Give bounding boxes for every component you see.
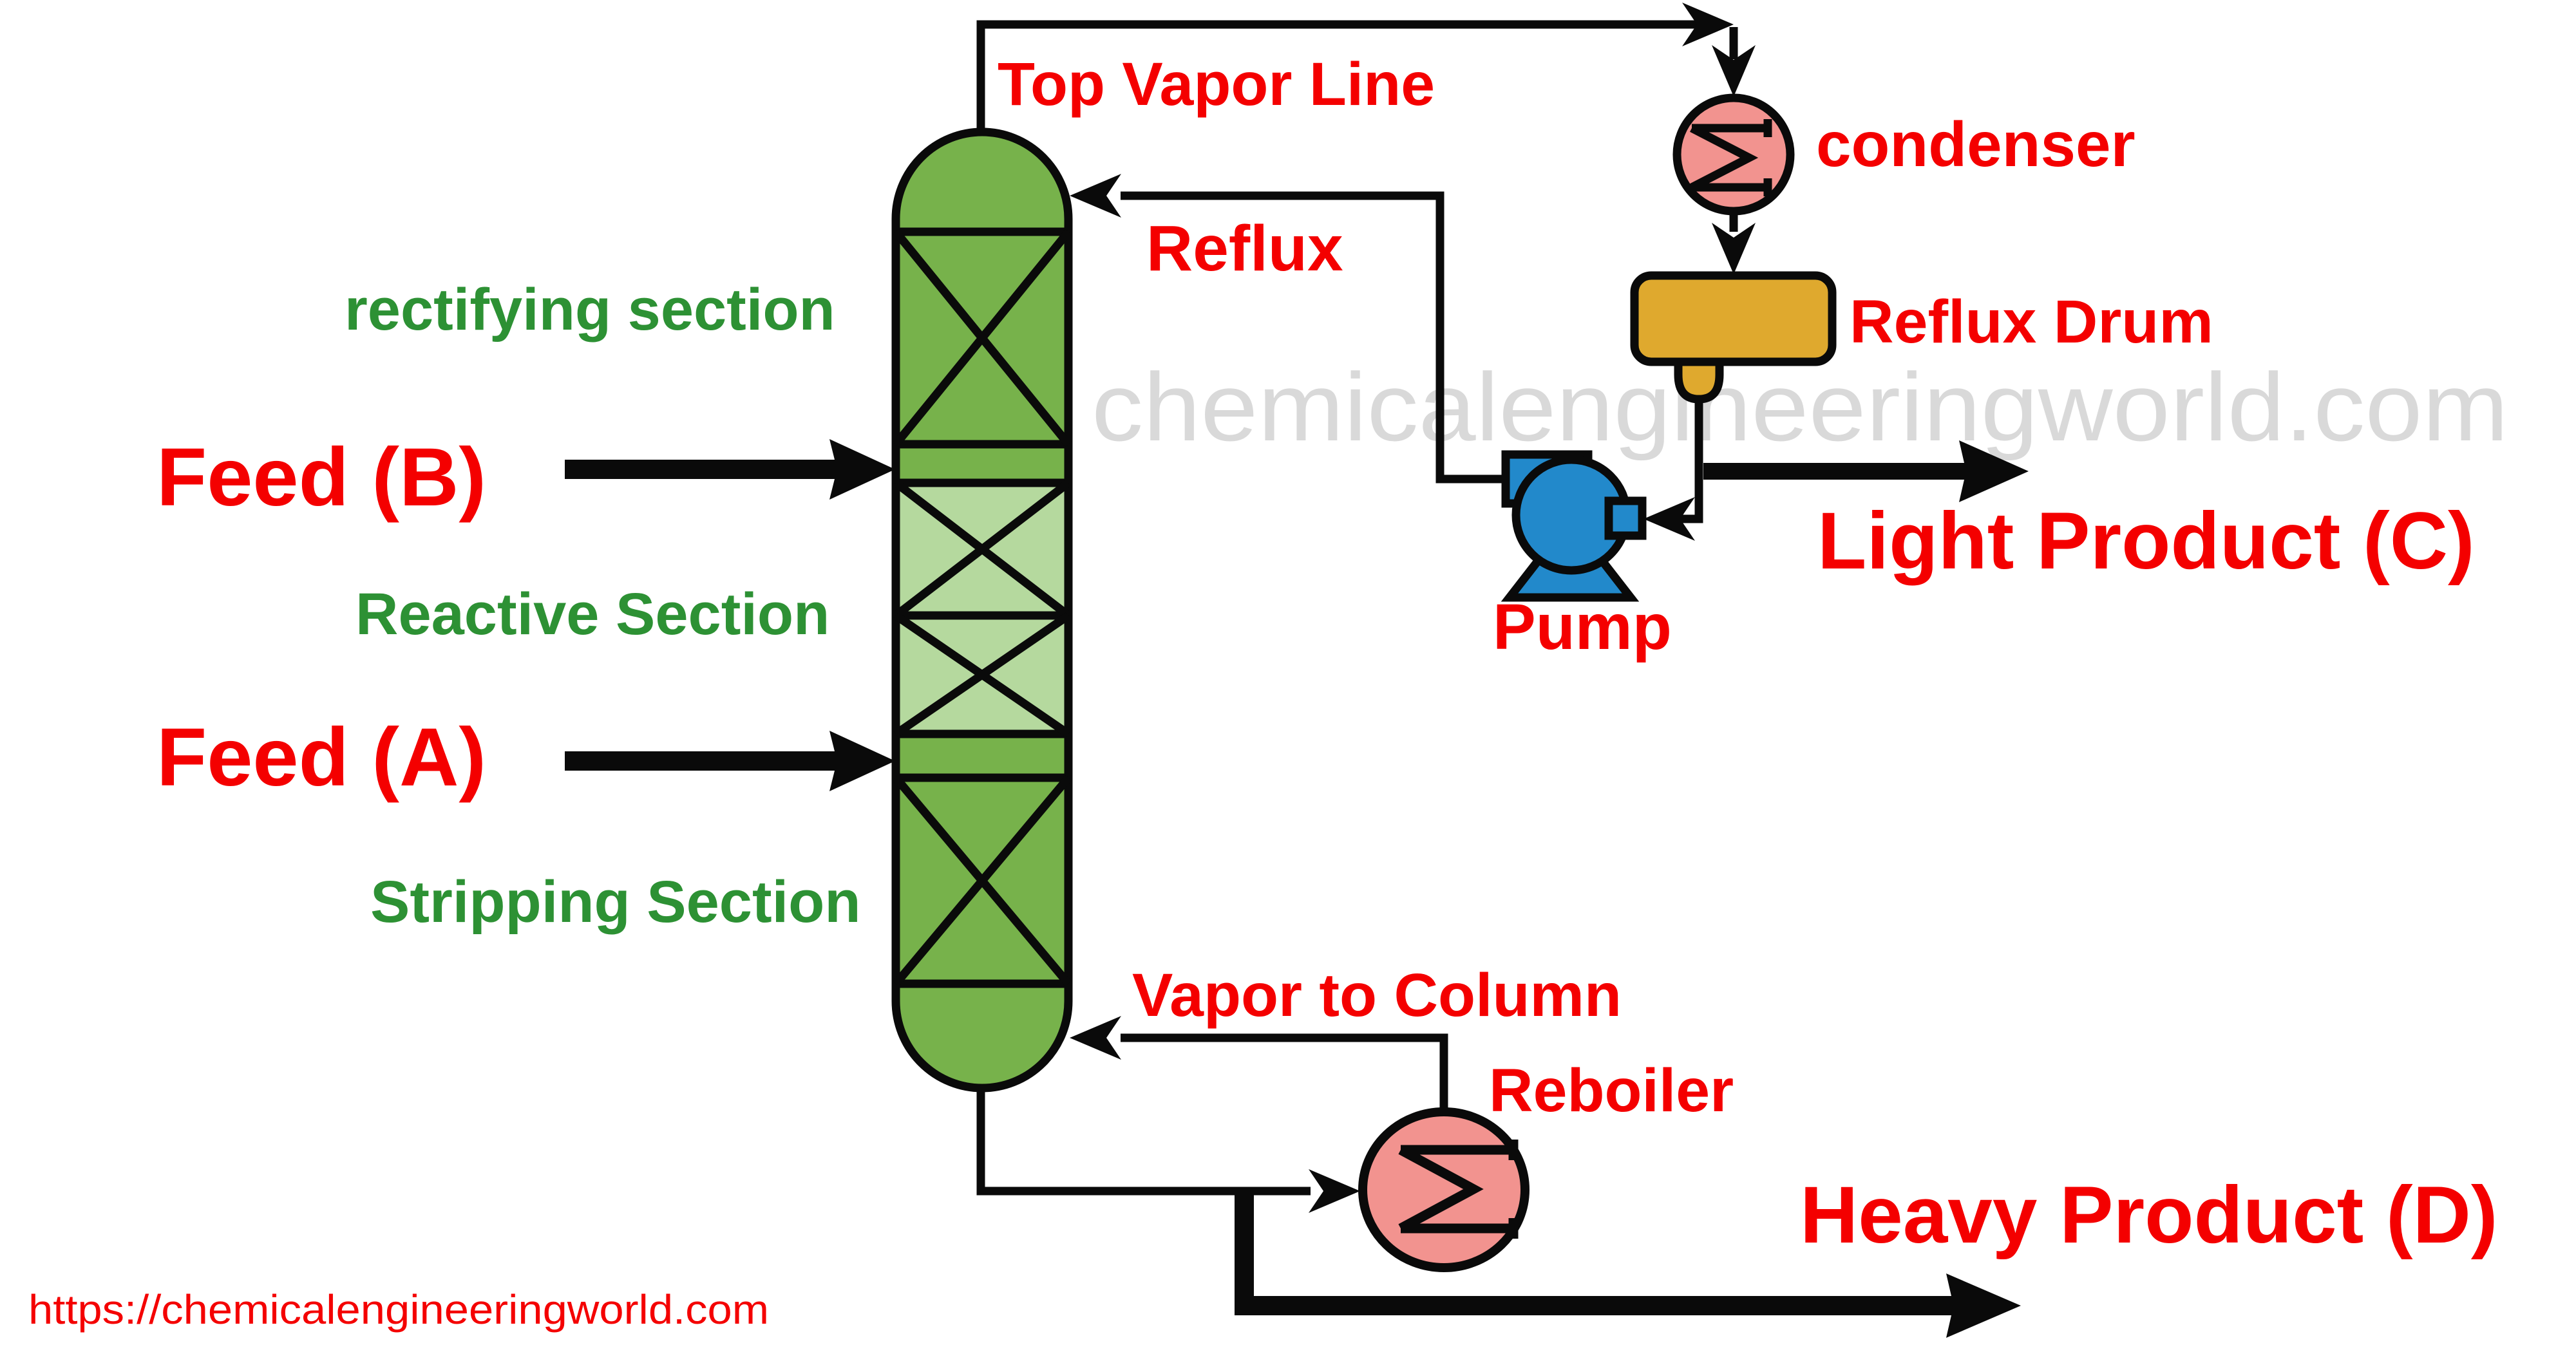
reflux-drum-label: Reflux Drum	[1850, 288, 2213, 356]
reactive-packing-cross-1-icon	[893, 479, 1071, 619]
light-product-label: Light Product (C)	[1817, 496, 2475, 586]
heavy-product-riser-pipe	[1235, 1188, 1254, 1311]
reflux-drum-shell	[1630, 271, 1837, 366]
top-vapor-corner-arrowhead-icon	[1682, 3, 1734, 46]
rectifying-packing-cross-icon	[892, 229, 1072, 447]
reactive-packing-cross-2-icon	[893, 612, 1071, 738]
condenser-coil-icon	[1690, 119, 1772, 196]
stream-arrows	[565, 439, 2029, 1338]
feed-b-label: Feed (B)	[156, 431, 486, 523]
pump-symbol	[1501, 450, 1647, 602]
top-vapor-line-label: Top Vapor Line	[998, 50, 1435, 118]
reflux-arrowhead-icon	[1070, 174, 1121, 218]
reboiler-coil-icon	[1398, 1140, 1519, 1239]
pump-suction-arrowhead-icon	[1643, 497, 1695, 541]
vapor-return-pipe	[1121, 1033, 1448, 1120]
heavy-product-arrow-icon	[1235, 1273, 2021, 1338]
feed-a-label: Feed (A)	[156, 711, 486, 803]
feed-b-arrow-icon	[565, 439, 895, 500]
feed-a-arrow-icon	[565, 731, 895, 791]
process-lines	[976, 3, 1756, 1213]
reboiler-symbol	[1358, 1107, 1530, 1272]
stripping-packing-cross-icon	[893, 775, 1072, 987]
reflux-drum-symbol	[1630, 271, 1837, 404]
condenser-symbol	[1672, 93, 1795, 216]
drum-inlet-arrowhead-icon	[1712, 223, 1756, 274]
rectifying-section-label: rectifying section	[345, 277, 835, 343]
vapor-return-arrowhead-icon	[1070, 1016, 1121, 1060]
pump-label: Pump	[1493, 591, 1672, 663]
watermark-text: chemicalengineeringworld.com	[1092, 353, 2508, 461]
labels: Top Vapor Line Reflux condenser Reflux D…	[28, 50, 2498, 1333]
reflux-label: Reflux	[1146, 212, 1343, 285]
pump-suction-nub	[1604, 496, 1647, 540]
light-product-arrow-icon	[1703, 440, 2029, 502]
source-url-label: https://chemicalengineeringworld.com	[28, 1286, 769, 1333]
bottoms-pipe	[976, 1069, 1311, 1196]
distillation-column	[891, 127, 1073, 1093]
condenser-label: condenser	[1816, 109, 2136, 180]
stripping-section-label: Stripping Section	[370, 869, 861, 935]
top-vapor-line-pipe	[976, 20, 1700, 142]
reflux-pipe	[1121, 191, 1526, 484]
reactive-section-label: Reactive Section	[355, 581, 829, 647]
reboiler-inlet-arrowhead-icon	[1309, 1169, 1360, 1213]
reboiler-label: Reboiler	[1489, 1056, 1734, 1125]
heavy-product-label: Heavy Product (D)	[1800, 1170, 2498, 1260]
reboiler-shell	[1358, 1107, 1530, 1272]
vapor-to-column-label: Vapor to Column	[1132, 961, 1622, 1029]
condenser-inlet-arrowhead-icon	[1712, 45, 1756, 97]
condenser-shell	[1672, 93, 1795, 216]
